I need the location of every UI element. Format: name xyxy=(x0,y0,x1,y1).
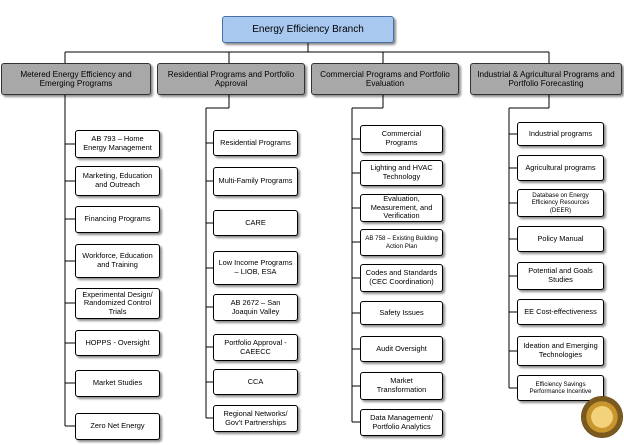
item-experimental: Experimental Design/ Randomized Control … xyxy=(75,288,160,319)
item-cca: CCA xyxy=(213,369,298,395)
department-label: Commercial Programs and Portfolio Evalua… xyxy=(320,69,450,88)
item-low-income: Low Income Programs – LIOB, ESA xyxy=(213,251,298,285)
item-financing: Financing Programs xyxy=(75,206,160,233)
item-workforce: Workforce, Education and Training xyxy=(75,244,160,278)
item-zero-net-energy: Zero Net Energy xyxy=(75,413,160,440)
department-label: Industrial & Agricultural Programs and P… xyxy=(477,69,615,88)
item-regional-networks: Regional Networks/ Gov’t Partnerships xyxy=(213,405,298,432)
item-care: CARE xyxy=(213,210,298,236)
root-label: Energy Efficiency Branch xyxy=(252,23,364,35)
item-market-transformation: Market Transformation xyxy=(360,372,443,400)
department-residential: Residential Programs and Portfolio Appro… xyxy=(157,63,305,95)
item-multi-family: Multi-Family Programs xyxy=(213,167,298,196)
item-ideation: Ideation and Emerging Technologies xyxy=(517,336,604,366)
item-data-management: Data Management/ Portfolio Analytics xyxy=(360,409,443,436)
department-industrial: Industrial & Agricultural Programs and P… xyxy=(470,63,622,95)
item-audit-oversight: Audit Oversight xyxy=(360,336,443,362)
item-industrial-programs: Industrial programs xyxy=(517,122,604,146)
item-efficiency-savings: Efficiency Savings Performance Incentive xyxy=(517,375,604,401)
item-ab2672: AB 2672 – San Joaquin Valley xyxy=(213,294,298,321)
item-safety-issues: Safety Issues xyxy=(360,301,443,325)
department-label: Residential Programs and Portfolio Appro… xyxy=(167,69,295,88)
state-seal-icon xyxy=(581,396,623,438)
department-metered: Metered Energy Efficiency and Emerging P… xyxy=(1,63,151,95)
item-evaluation: Evaluation, Measurement, and Verificatio… xyxy=(360,194,443,222)
department-label: Metered Energy Efficiency and Emerging P… xyxy=(20,69,132,88)
item-portfolio-approval: Portfolio Approval - CAEECC xyxy=(213,334,298,361)
item-ab758: AB 758 – Existing Building Action Plan xyxy=(360,229,443,256)
item-codes-standards: Codes and Standards (CEC Coordination) xyxy=(360,264,443,292)
item-agricultural-programs: Agricultural programs xyxy=(517,155,604,181)
item-marketing: Marketing, Education and Outreach xyxy=(75,166,160,196)
item-residential-programs: Residential Programs xyxy=(213,130,298,156)
item-potential-goals: Potential and Goals Studies xyxy=(517,262,604,290)
item-policy-manual: Policy Manual xyxy=(517,226,604,252)
root-node: Energy Efficiency Branch xyxy=(222,16,394,43)
item-lighting-hvac: Lighting and HVAC Technology xyxy=(360,160,443,186)
item-ee-cost-effectiveness: EE Cost-effectiveness xyxy=(517,299,604,325)
item-market-studies: Market Studies xyxy=(75,370,160,397)
item-ab793: AB 793 – Home Energy Management xyxy=(75,130,160,158)
item-deer: Database on Energy Efficiency Resources … xyxy=(517,189,604,217)
department-commercial: Commercial Programs and Portfolio Evalua… xyxy=(311,63,459,95)
item-hopps: HOPPS - Oversight xyxy=(75,330,160,356)
item-commercial-programs: Commercial Programs xyxy=(360,125,443,153)
